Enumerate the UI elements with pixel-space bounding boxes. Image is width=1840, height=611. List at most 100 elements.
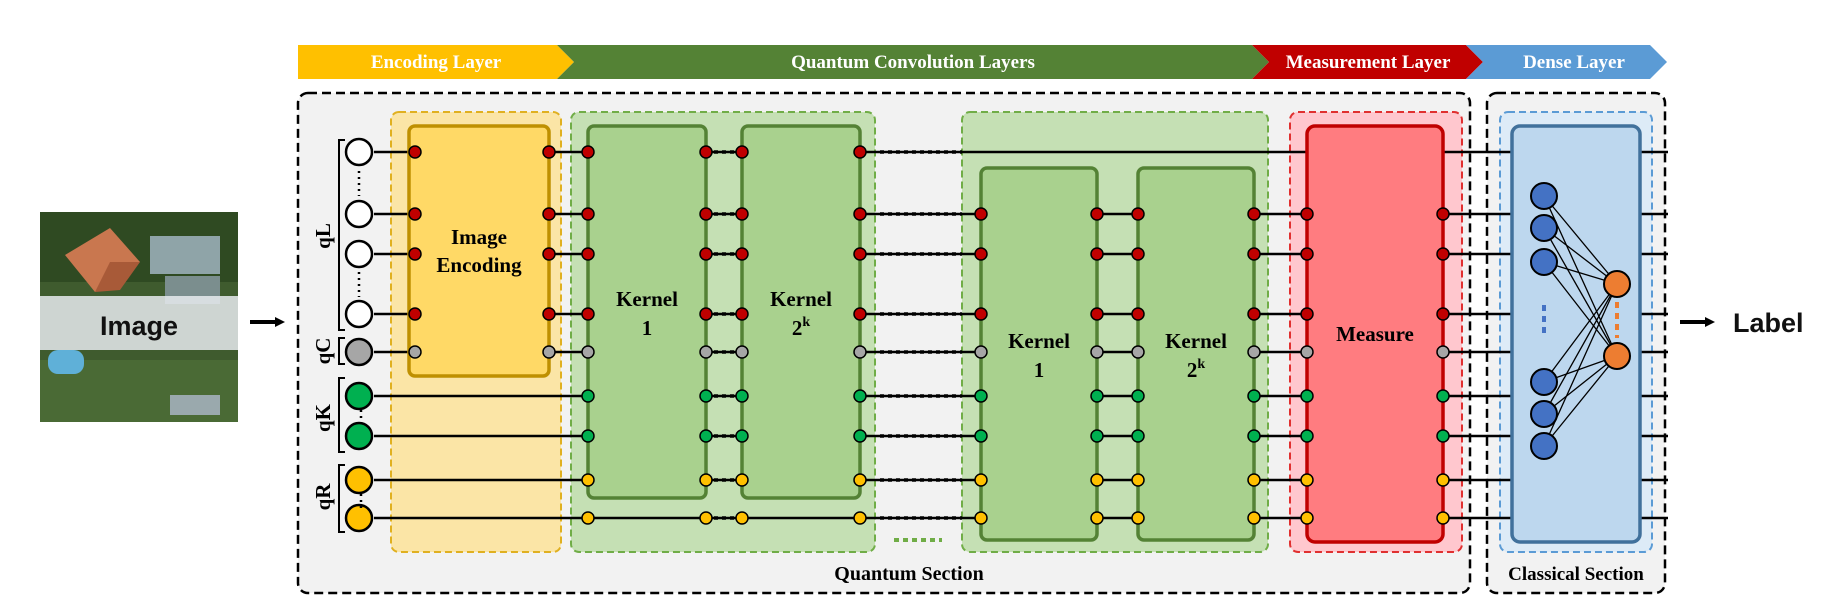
connection-dot — [408, 145, 422, 159]
kernel-b1-label-line1: Kernel — [1008, 329, 1070, 353]
kernel-a1-block — [586, 124, 708, 500]
qubit-circle — [344, 381, 374, 411]
connection-dot — [853, 511, 867, 525]
connection-dot — [974, 429, 988, 443]
connection-dot — [853, 247, 867, 261]
connection-dot — [1090, 429, 1104, 443]
band-measurement — [1252, 45, 1483, 79]
output-label: Label — [1733, 308, 1804, 338]
dense-block — [1510, 124, 1642, 544]
input-neuron — [1530, 432, 1558, 460]
connection-dot — [735, 389, 749, 403]
connection-dot — [735, 345, 749, 359]
kernel-b2-block — [1136, 166, 1256, 542]
connection-dot — [1090, 247, 1104, 261]
connection-dot — [1300, 345, 1314, 359]
qubit-circle — [344, 421, 374, 451]
input-image-label: Image — [100, 311, 178, 341]
connection-dot — [581, 145, 595, 159]
output-neuron — [1603, 342, 1631, 370]
group-bracket — [338, 337, 345, 365]
connection-dot — [735, 429, 749, 443]
band-quantum-conv — [557, 45, 1269, 79]
connection-dot — [581, 429, 595, 443]
qubit-circle — [344, 137, 374, 167]
connection-dot — [1090, 307, 1104, 321]
connection-dot — [735, 247, 749, 261]
qubit-circle — [344, 299, 374, 329]
connection-dot — [1131, 389, 1145, 403]
connection-dot — [699, 345, 713, 359]
qubit-circle — [344, 465, 374, 495]
connection-dot — [699, 389, 713, 403]
connection-dot — [1300, 429, 1314, 443]
connection-dot — [699, 511, 713, 525]
connection-dot — [1300, 473, 1314, 487]
nn-edge — [1543, 355, 1618, 447]
connection-dot — [1436, 207, 1450, 221]
connection-dot — [735, 307, 749, 321]
connection-dot — [1436, 389, 1450, 403]
encoding-label-line2: Encoding — [436, 253, 522, 277]
connection-dot — [853, 145, 867, 159]
band-measurement-label: Measurement Layer — [1286, 52, 1451, 73]
connection-dot — [699, 247, 713, 261]
connection-dot — [1300, 247, 1314, 261]
connection-dot — [974, 207, 988, 221]
connection-dot — [974, 247, 988, 261]
band-dense — [1466, 45, 1667, 79]
connection-dot — [1131, 511, 1145, 525]
connection-dot — [699, 473, 713, 487]
connection-dot — [542, 207, 556, 221]
quantum-section-label: Quantum Section — [834, 563, 983, 585]
connection-dot — [542, 307, 556, 321]
qubit-circle — [344, 337, 374, 367]
measure-block — [1305, 124, 1445, 544]
connection-dot — [974, 389, 988, 403]
connection-dot — [1436, 307, 1450, 321]
connection-dot — [1131, 473, 1145, 487]
connection-dot — [1090, 389, 1104, 403]
connection-dot — [1131, 345, 1145, 359]
connection-dot — [1247, 473, 1261, 487]
input-neuron — [1530, 400, 1558, 428]
encoding-block — [407, 124, 551, 378]
connection-dot — [699, 429, 713, 443]
connection-dot — [1247, 207, 1261, 221]
connection-dot — [408, 345, 422, 359]
connection-dot — [735, 473, 749, 487]
connection-dot — [1131, 207, 1145, 221]
dense-network — [1530, 182, 1631, 460]
qubit-register — [338, 137, 374, 533]
connection-dot — [735, 207, 749, 221]
nn-edge — [1543, 227, 1618, 357]
connection-dot — [699, 145, 713, 159]
nn-edge — [1543, 261, 1618, 357]
kernel-b1-label-line2: 1 — [1034, 358, 1045, 382]
nn-edge — [1543, 227, 1618, 285]
connection-dot — [1131, 307, 1145, 321]
connection-dot — [853, 207, 867, 221]
band-encoding — [298, 45, 574, 79]
connection-dot — [1131, 429, 1145, 443]
output-neuron — [1603, 270, 1631, 298]
connection-dot — [1436, 473, 1450, 487]
group-label-qL: qL — [311, 223, 335, 249]
connection-dot — [1436, 429, 1450, 443]
connection-dot — [735, 511, 749, 525]
qubit-circle — [344, 199, 374, 229]
connection-dot — [1247, 345, 1261, 359]
connection-dot — [581, 247, 595, 261]
connection-dot — [1247, 511, 1261, 525]
connection-dot — [1131, 247, 1145, 261]
encoding-label-line1: Image — [451, 225, 507, 249]
connection-dot — [1247, 247, 1261, 261]
connection-dot — [853, 429, 867, 443]
group-bracket — [338, 139, 345, 331]
connection-dot — [1247, 429, 1261, 443]
kernel-a2-label-sup: k — [802, 315, 810, 330]
kernel-a1-label-line1: Kernel — [616, 287, 678, 311]
connection-dot — [699, 307, 713, 321]
nn-edge — [1543, 283, 1618, 415]
